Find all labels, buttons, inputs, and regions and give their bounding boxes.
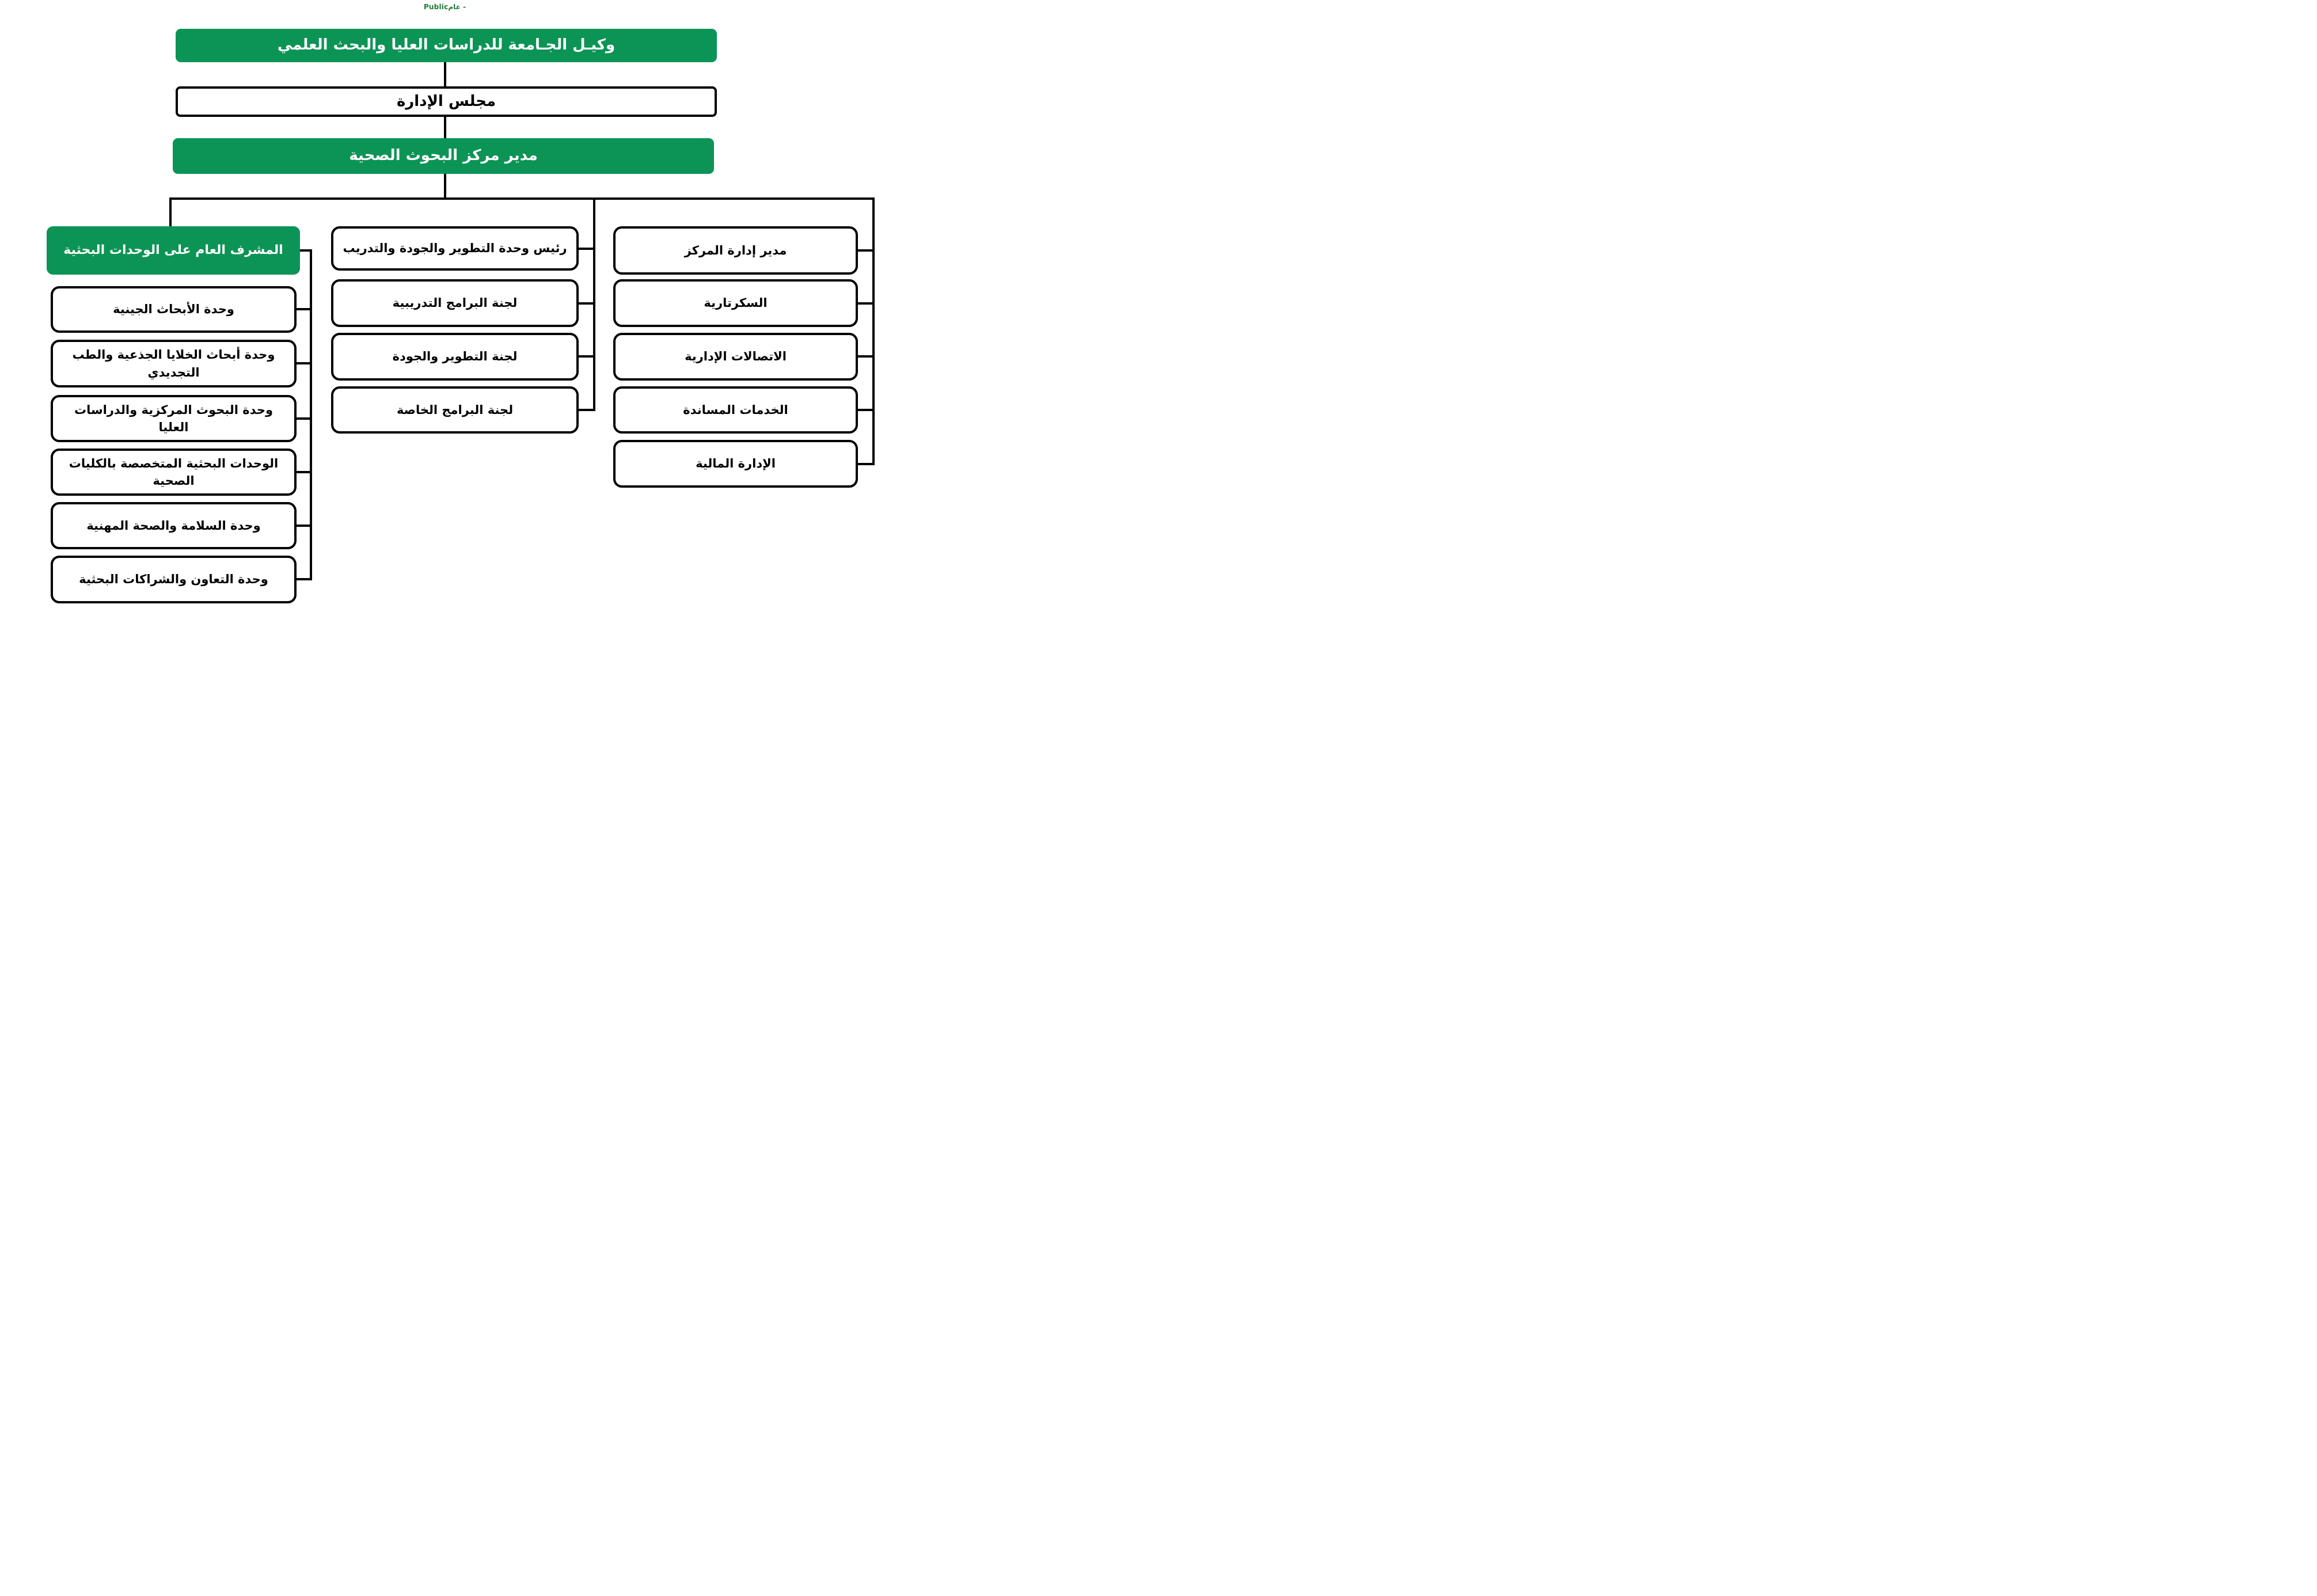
connector-line [858,463,872,465]
node-genetic-research-unit: وحدة الأبحاث الجينية [51,286,297,333]
connector-line [579,355,593,358]
connector-line [169,197,172,226]
node-support-services: الخدمات المساندة [613,386,858,434]
connector-line [858,355,872,358]
connector-line [872,197,875,465]
connector-line [297,362,310,364]
node-stem-cells-regenerative-medicine-unit: وحدة أبحاث الخلايا الجذعية والطب التجديد… [51,340,297,387]
node-vice-president: وكيـل الجـامعة للدراسات العليا والبحث ال… [176,29,717,62]
node-center-director: مدير مركز البحوث الصحية [173,138,714,174]
connector-line [444,62,446,86]
connector-line [169,197,875,200]
node-secretariat: السكرتارية [613,279,858,327]
connector-line [300,249,310,252]
connector-line [858,302,872,305]
node-special-programs-committee: لجنة البرامج الخاصة [331,386,579,434]
node-development-quality-committee: لجنة التطوير والجودة [331,333,579,381]
connector-line [858,409,872,411]
node-center-admin-manager: مدير إدارة المركز [613,226,858,275]
connector-line [579,302,593,305]
node-administrative-communications: الاتصالات الإدارية [613,333,858,381]
node-financial-administration: الإدارة المالية [613,440,858,488]
node-occupational-safety-health-unit: وحدة السلامة والصحة المهنية [51,502,297,549]
node-training-programs-committee: لجنة البرامج التدريبية [331,279,579,327]
connector-line [444,117,446,138]
node-research-units-supervisor: المشرف العام على الوحدات البحثية [47,226,300,275]
connector-line [593,197,595,411]
connector-line [444,174,446,200]
connector-line [297,417,310,420]
node-specialized-health-colleges-units: الوحدات البحثية المتخصصة بالكليات الصحية [51,449,297,496]
connector-line [579,248,593,250]
connector-line [297,578,310,580]
connector-line [858,249,872,252]
connector-line [310,249,312,580]
connector-line [297,471,310,473]
connector-line [297,525,310,527]
connector-line [579,409,593,411]
node-development-quality-training-head: رئيس وحدة التطوير والجودة والتدريب [331,226,579,271]
node-board: مجلس الإدارة [176,86,717,117]
node-central-research-graduate-studies-unit: وحدة البحوث المركزية والدراسات العليا [51,395,297,442]
connector-line [297,308,310,310]
org-chart: Publicعام - وكيـل الج [0,0,890,613]
classification-label: Publicعام - [423,3,466,11]
node-research-cooperation-partnerships-unit: وحدة التعاون والشراكات البحثية [51,556,297,603]
